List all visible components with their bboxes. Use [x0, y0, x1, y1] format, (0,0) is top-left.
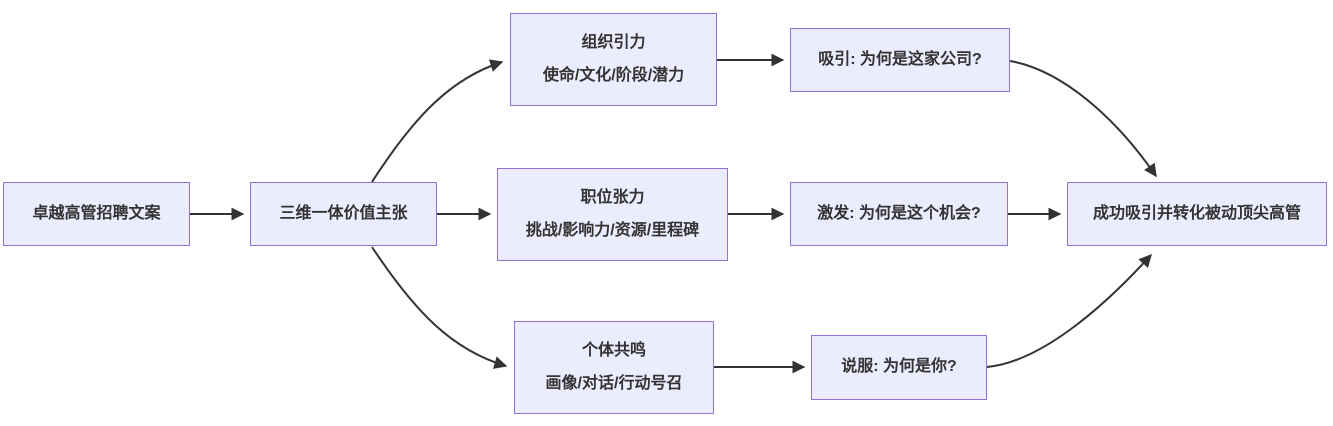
node-title: 激发: 为何是这个机会? [817, 204, 981, 222]
node-title: 职位张力 [580, 188, 645, 206]
node-subtitle: 挑战/影响力/资源/里程碑 [525, 222, 700, 239]
node-organization-gravity: 组织引力 使命/文化/阶段/潜力 [510, 13, 717, 106]
node-subtitle: 画像/对话/行动号召 [545, 375, 683, 392]
node-title: 个体共鸣 [581, 341, 646, 359]
node-persuade-question: 说服: 为何是你? [811, 335, 987, 400]
node-value-proposition: 三维一体价值主张 [250, 182, 437, 246]
edge-persuade-outcome [986, 254, 1152, 368]
node-title: 成功吸引并转化被动顶尖高管 [1092, 204, 1301, 222]
node-subtitle: 使命/文化/阶段/潜力 [542, 67, 685, 84]
node-final-outcome: 成功吸引并转化被动顶尖高管 [1067, 182, 1327, 246]
node-title: 组织引力 [581, 33, 646, 51]
node-title: 三维一体价值主张 [279, 204, 408, 222]
node-title: 说服: 为何是你? [841, 358, 957, 376]
node-attract-question: 吸引: 为何是这家公司? [790, 28, 1010, 92]
node-position-tension: 职位张力 挑战/影响力/资源/里程碑 [497, 168, 728, 261]
node-title: 卓越高管招聘文案 [32, 204, 161, 222]
node-inspire-question: 激发: 为何是这个机会? [790, 182, 1008, 246]
node-title: 吸引: 为何是这家公司? [818, 50, 982, 68]
node-individual-resonance: 个体共鸣 画像/对话/行动号召 [514, 321, 714, 414]
edge-framework-individual [371, 246, 508, 369]
edge-attract-outcome [1009, 60, 1157, 178]
node-recruitment-copy: 卓越高管招聘文案 [3, 182, 190, 246]
edge-framework-org [371, 59, 504, 183]
